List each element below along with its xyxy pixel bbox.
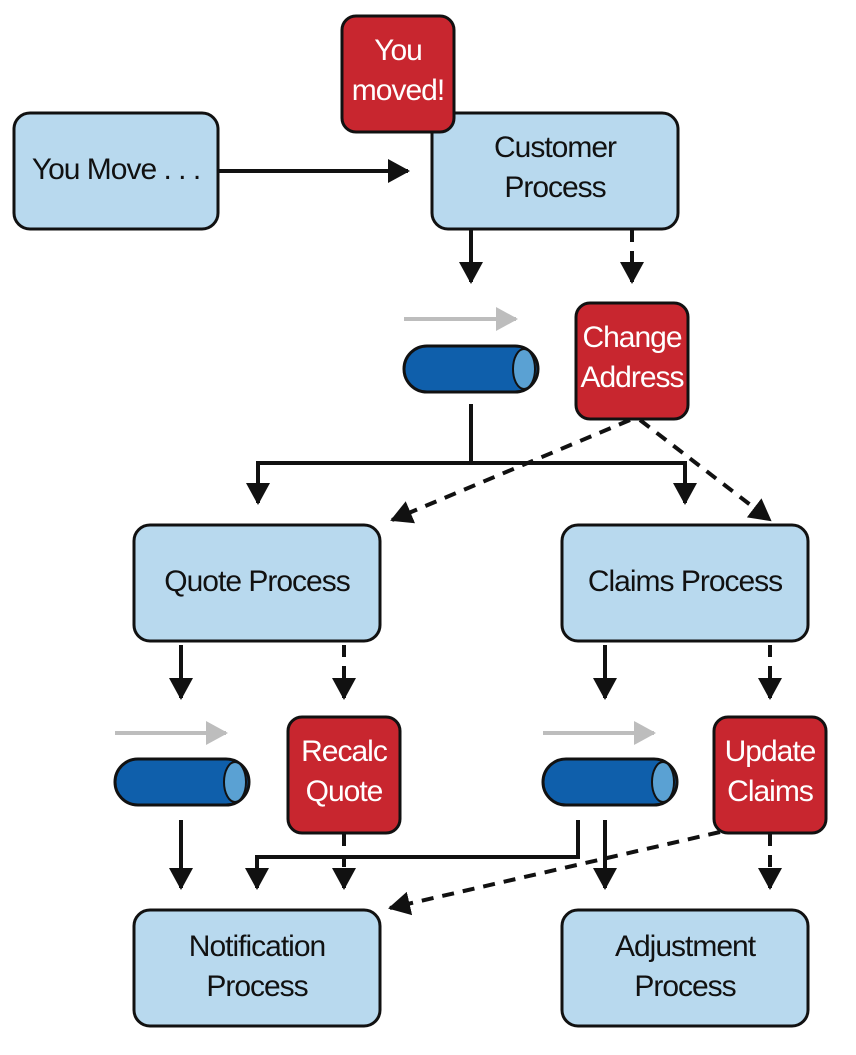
event-change-address-line1: Change <box>582 321 681 354</box>
queue-right <box>541 757 679 807</box>
arrow-queue-to-quote <box>246 461 471 505</box>
node-customer-process-line1: Customer <box>494 131 617 164</box>
queue-left <box>113 757 251 807</box>
event-recalc-quote-line2: Quote <box>306 775 383 808</box>
node-you-move: You Move . . . <box>12 111 220 231</box>
dashed-update-claims-to-notification <box>388 830 721 916</box>
dashed-change-address-to-quote <box>390 418 631 524</box>
node-adjustment-process-line2: Process <box>634 970 735 1003</box>
event-update-claims-line1: Update <box>725 735 816 768</box>
event-update-claims: Update Claims <box>712 715 828 835</box>
node-claims-process: Claims Process <box>560 523 810 643</box>
flow-hints <box>115 307 656 745</box>
node-adjustment-process-line1: Adjustment <box>615 930 757 963</box>
event-update-claims-line2: Claims <box>727 775 813 808</box>
node-notification-process-line1: Notification <box>189 930 325 963</box>
event-recalc-quote: Recalc Quote <box>286 715 402 835</box>
node-notification-process-line2: Process <box>206 970 307 1003</box>
arrow-queue-to-claims <box>471 461 697 505</box>
queue-top <box>402 344 540 394</box>
event-you-moved-line2: moved! <box>352 74 444 107</box>
event-you-moved: You moved! <box>340 14 456 134</box>
dashed-connectors <box>332 230 782 916</box>
node-customer-process: Customer Process <box>430 111 680 231</box>
event-change-address-line2: Address <box>580 361 683 394</box>
dashed-change-address-to-claims <box>638 418 772 522</box>
event-you-moved-line1: You <box>374 34 422 67</box>
node-you-move-label: You Move . . . <box>32 153 200 186</box>
arrow-claims-queue-to-notification <box>245 820 580 890</box>
node-claims-process-label: Claims Process <box>588 565 782 598</box>
event-change-address: Change Address <box>574 301 690 421</box>
event-recalc-quote-line1: Recalc <box>301 735 388 768</box>
node-quote-process: Quote Process <box>132 523 382 643</box>
node-adjustment-process: Adjustment Process <box>560 908 810 1028</box>
node-notification-process: Notification Process <box>132 908 382 1028</box>
solid-connectors <box>169 159 697 890</box>
node-quote-process-label: Quote Process <box>164 565 349 598</box>
node-customer-process-line2: Process <box>504 171 605 204</box>
